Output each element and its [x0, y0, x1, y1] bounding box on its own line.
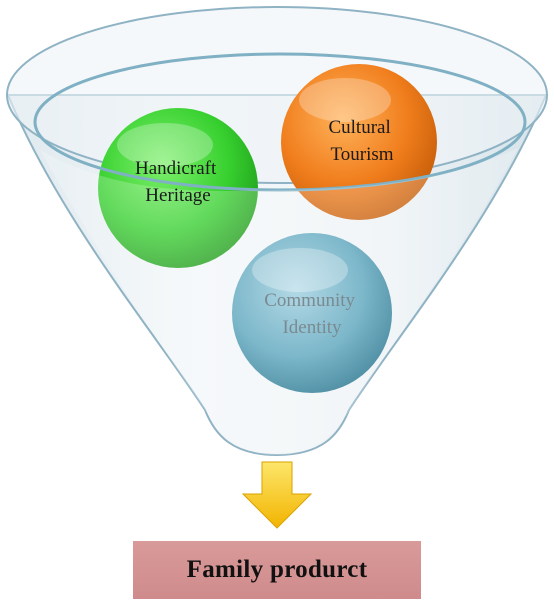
cultural-tourism-label: Cultural Tourism — [328, 117, 395, 165]
community-identity-ball — [232, 233, 392, 393]
down-arrow-icon — [241, 461, 313, 529]
funnel-rim-outer — [6, 6, 548, 184]
funnel-rim-inner — [33, 52, 527, 192]
family-product-box: Family produrct — [133, 541, 421, 599]
community-identity-label: Community Identity — [264, 290, 360, 338]
handicraft-heritage-ball — [98, 108, 258, 268]
family-product-label: Family produrct — [186, 556, 368, 583]
handicraft-label: Handicraft Heritage — [135, 158, 221, 206]
